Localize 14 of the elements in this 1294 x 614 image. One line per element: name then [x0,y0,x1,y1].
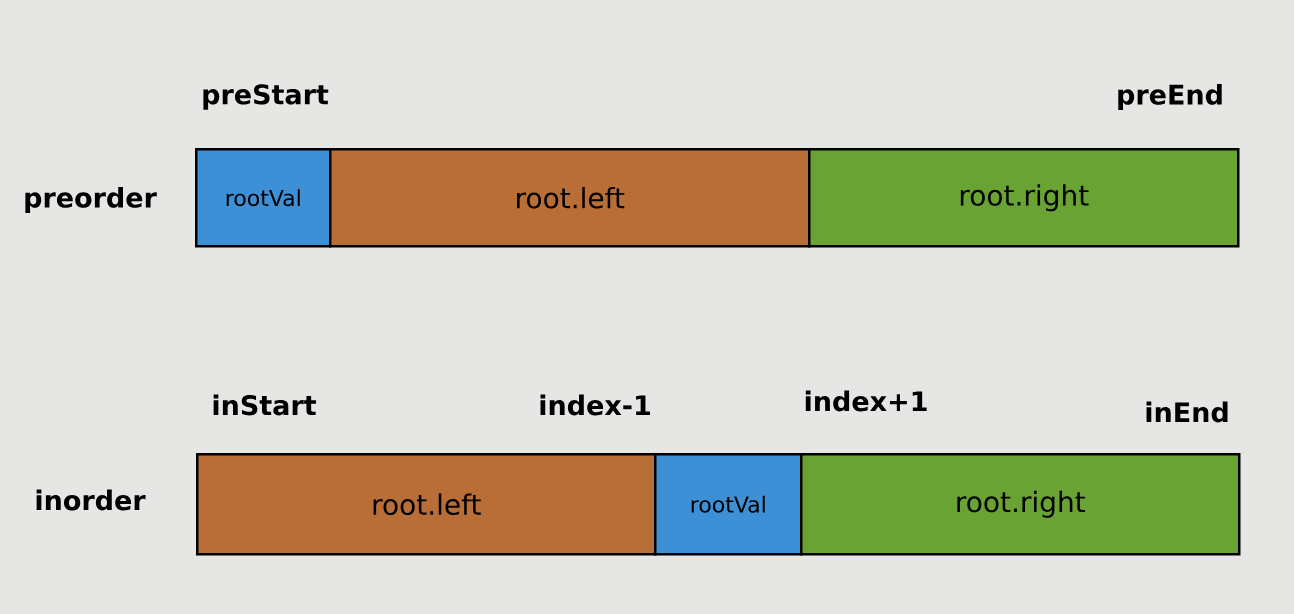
index-label: inEnd [1146,401,1228,423]
index-label: inorder [36,489,146,511]
index-label: index-1 [540,394,650,416]
array-segment: rootVal [195,148,332,248]
index-label: preEnd [1118,83,1222,111]
array-segment: root.left [196,453,657,556]
array-segment: root.left [329,148,811,248]
index-label: preStart [203,84,329,110]
index-label: inStart [213,394,317,416]
array-segment: root.right [800,453,1241,556]
index-label: preorder [25,186,157,214]
index-label: index+1 [805,390,927,412]
array-segment: rootVal [654,453,803,556]
array-segment: root.right [808,148,1240,248]
